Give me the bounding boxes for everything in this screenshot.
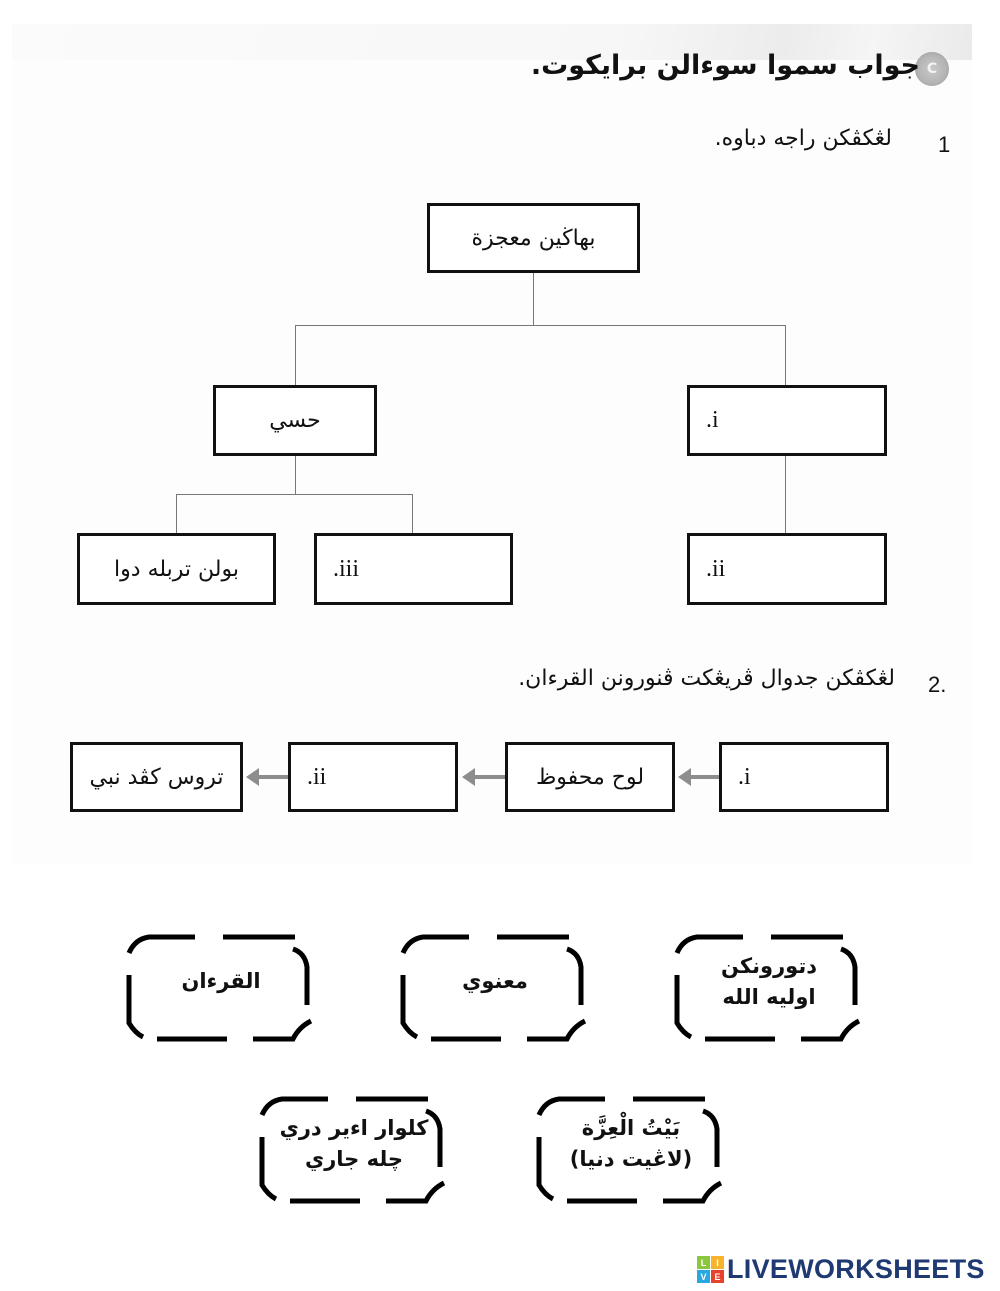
flow-terus-kepada-nabi-label: تروس كڤد نبي xyxy=(89,764,224,790)
tile-i: I xyxy=(711,1256,724,1269)
question-1-number: 1 xyxy=(938,132,951,157)
card-line: چله جاري xyxy=(304,1147,404,1171)
connector-hissi-down xyxy=(295,455,296,495)
connector-hissi-horizontal xyxy=(176,494,413,495)
badge-letter: C xyxy=(926,61,938,77)
tile-l: L xyxy=(697,1256,710,1269)
question-2-number: 2. xyxy=(928,672,947,697)
answer-card-baitul-izzah[interactable]: بَيْتُ الْعِزَّة (لاڠيت دنيا) xyxy=(535,1085,727,1203)
live-tiles-icon: L I V E xyxy=(697,1256,724,1283)
connector-left-down xyxy=(295,325,296,385)
card-line: دتورونكن xyxy=(721,953,817,978)
card-text: القرءان xyxy=(181,966,260,998)
card-line: اوليه الله xyxy=(722,985,816,1009)
card-line: القرءان xyxy=(181,969,261,994)
connector-to-iii xyxy=(412,494,413,533)
tree-hissi-label: حسي xyxy=(269,408,321,433)
connector-horizontal xyxy=(295,325,786,326)
answer-drop-zone-ii[interactable]: .ii xyxy=(687,533,887,605)
answer-card-keluar-air-dari-celah-jari[interactable]: كلوار اءير دري چله جاري xyxy=(258,1085,450,1203)
flow-terus-kepada-nabi-box: تروس كڤد نبي xyxy=(70,742,243,812)
answer-card-maknawi[interactable]: معنوي xyxy=(399,923,591,1041)
card-line: (لاڠيت دنيا) xyxy=(569,1147,693,1171)
answer-drop-zone-i[interactable]: .i xyxy=(687,385,887,456)
connector-root-down xyxy=(533,272,534,326)
tree-bulan-box: بولن تربله دوا xyxy=(77,533,276,605)
drop-zone-ii-label: .ii xyxy=(706,555,726,582)
flow-arrow-left-icon xyxy=(246,768,288,786)
connector-i-to-ii xyxy=(785,455,786,533)
liveworksheets-logo[interactable]: L I V E LIVEWORKSHEETS xyxy=(697,1254,985,1285)
flow-arrow-left-icon xyxy=(678,768,719,786)
question-1-instruction: لڠكڤكن راجه دباوه. xyxy=(714,126,892,151)
tree-root-box: بهاڬين معجزة xyxy=(427,203,640,273)
section-c-badge-icon: C xyxy=(915,52,949,86)
connector-to-bulan xyxy=(176,494,177,533)
flow-drop-zone-i[interactable]: .i xyxy=(719,742,889,812)
card-text: دتورونكن اوليه الله xyxy=(721,951,817,1014)
tree-bulan-label: بولن تربله دوا xyxy=(114,556,239,582)
answer-card-al-quran[interactable]: القرءان xyxy=(125,923,317,1041)
card-text: معنوي xyxy=(462,966,528,998)
tree-root-label: بهاڬين معجزة xyxy=(471,225,596,251)
drop-zone-i-label: .i xyxy=(706,407,719,433)
tile-v: V xyxy=(697,1270,710,1283)
tile-e: E xyxy=(711,1270,724,1283)
flow-i-label: .i xyxy=(738,763,751,790)
flow-lauh-mahfuz-label: لوح محفوظ xyxy=(535,764,645,790)
flow-drop-zone-ii[interactable]: .ii xyxy=(288,742,458,812)
card-text: كلوار اءير دري چله جاري xyxy=(280,1113,429,1176)
connector-right-down xyxy=(785,325,786,385)
answer-card-diturunkan-oleh-allah[interactable]: دتورونكن اوليه الله xyxy=(673,923,865,1041)
drop-zone-iii-label: .iii xyxy=(333,555,360,582)
card-text: بَيْتُ الْعِزَّة (لاڠيت دنيا) xyxy=(570,1113,692,1176)
scanned-page-body xyxy=(12,60,972,864)
brand-name: LIVEWORKSHEETS xyxy=(727,1254,985,1284)
answer-drop-zone-iii[interactable]: .iii xyxy=(314,533,513,605)
flow-lauh-mahfuz-box: لوح محفوظ xyxy=(505,742,675,812)
question-2-instruction: لڠكڤكن جدوال ڤريڠكت ڤنورونن القرءان. xyxy=(518,666,895,691)
card-line: كلوار اءير دري xyxy=(279,1115,429,1140)
tree-hissi-box: حسي xyxy=(213,385,377,456)
worksheet-title: جواب سموا سوءالن برايكوت. xyxy=(530,50,920,81)
card-line: معنوي xyxy=(462,969,528,994)
card-line: بَيْتُ الْعِزَّة xyxy=(581,1115,681,1140)
flow-ii-label: .ii xyxy=(307,763,327,790)
flow-arrow-left-icon xyxy=(462,768,505,786)
